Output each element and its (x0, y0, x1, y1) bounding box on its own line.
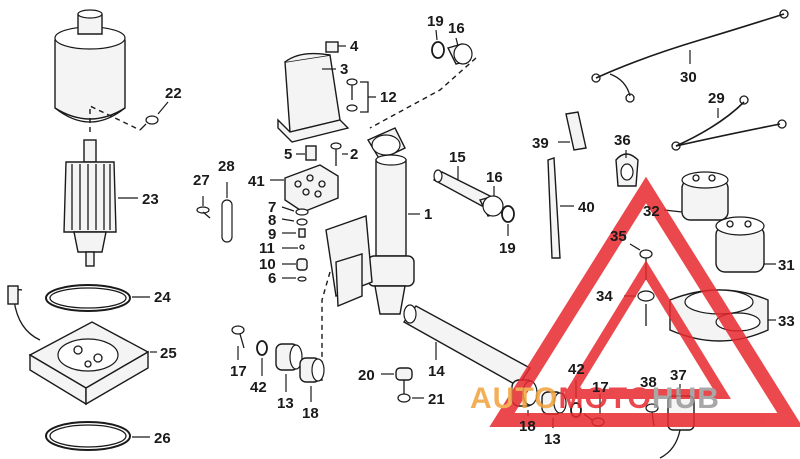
callout-15: 15 (449, 149, 466, 166)
o-ring-24 (45, 284, 150, 312)
valve-5 (296, 145, 317, 161)
callout-12: 12 (380, 89, 397, 106)
callout-36: 36 (614, 132, 631, 149)
clamp-36 (615, 150, 639, 187)
callout-30: 30 (680, 69, 697, 86)
callout-27: 27 (193, 172, 210, 189)
washer-42a (256, 340, 268, 376)
callout-29: 29 (708, 90, 725, 107)
nut-34 (624, 290, 655, 326)
callout-2: 2 (350, 146, 358, 163)
callout-22: 22 (165, 85, 182, 102)
callout-19b: 19 (499, 240, 516, 257)
small-parts-6-11 (281, 206, 309, 282)
armature (63, 139, 138, 267)
callout-34: 34 (596, 288, 613, 305)
callout-14: 14 (428, 363, 445, 380)
callout-31: 31 (778, 257, 795, 274)
callout-4: 4 (350, 38, 359, 55)
svg-text:AUTOMOTOHUB: AUTOMOTOHUB (470, 382, 720, 415)
end-cap-25 (7, 285, 157, 406)
callout-10: 10 (259, 256, 276, 273)
callout-16a: 16 (448, 20, 465, 37)
callout-9: 9 (268, 226, 276, 243)
screw-17a (231, 325, 245, 360)
callout-17b: 17 (592, 379, 609, 396)
strap-40 (547, 157, 574, 259)
bolt-20-21 (381, 367, 424, 403)
bushing-16b (478, 186, 504, 217)
callout-28: 28 (218, 158, 235, 175)
screw-22 (139, 101, 169, 131)
callout-39: 39 (532, 135, 549, 152)
callout-13a: 13 (277, 395, 294, 412)
pin-27 (196, 196, 211, 219)
callout-42a: 42 (250, 379, 267, 396)
callout-23: 23 (142, 191, 159, 208)
wire-30 (591, 9, 789, 103)
callout-42b: 42 (568, 361, 585, 378)
callout-24: 24 (154, 289, 171, 306)
watermark-hub: HUB (652, 382, 720, 415)
pin-14 (402, 304, 532, 387)
valve-body-41 (270, 164, 339, 213)
callout-11: 11 (259, 240, 275, 257)
callout-18b: 18 (519, 418, 536, 435)
callout-26: 26 (154, 430, 171, 447)
callout-5: 5 (284, 146, 292, 163)
screw-2 (330, 142, 348, 166)
bushing-13a (275, 343, 303, 392)
wire-29 (671, 95, 787, 151)
watermark-triangle (489, 176, 800, 427)
bushing-16a (446, 37, 473, 65)
callout-18a: 18 (302, 405, 319, 422)
callout-38: 38 (640, 374, 657, 391)
link-28 (221, 182, 233, 243)
watermark-auto: AUTO (470, 382, 558, 415)
callout-32: 32 (643, 203, 660, 220)
callout-8: 8 (268, 212, 276, 229)
solenoid-31 (715, 216, 776, 273)
callout-35: 35 (610, 228, 627, 245)
callout-labels: 1 2 3 4 5 6 7 8 9 10 11 12 13 13 14 15 1… (142, 13, 795, 448)
ring-19a (431, 29, 445, 59)
callout-19a: 19 (427, 13, 444, 30)
callout-41: 41 (248, 173, 265, 190)
watermark-moto: MOTO (558, 382, 651, 415)
motor-housing (54, 9, 126, 123)
ring-19b (501, 205, 515, 236)
callout-37: 37 (670, 367, 687, 384)
solenoid-32 (663, 171, 729, 221)
screws-12 (346, 78, 376, 113)
callout-33: 33 (778, 313, 795, 330)
reservoir-3 (277, 52, 350, 143)
callout-13b: 13 (544, 431, 561, 448)
callout-3: 3 (340, 61, 348, 78)
callout-6: 6 (268, 270, 276, 287)
o-ring-26 (45, 421, 150, 451)
callout-21: 21 (428, 391, 445, 408)
watermark-logo: AUTOMOTOHUB (470, 176, 800, 427)
callout-25: 25 (160, 345, 177, 362)
callout-1: 1 (424, 206, 432, 223)
clip-39 (558, 111, 587, 151)
bushing-18a (299, 357, 325, 402)
callout-40: 40 (578, 199, 595, 216)
cylinder-1 (325, 127, 420, 315)
callout-17a: 17 (230, 363, 247, 380)
callout-7: 7 (268, 199, 276, 216)
callout-20: 20 (358, 367, 375, 384)
callout-16b: 16 (486, 169, 503, 186)
plug-4 (325, 41, 346, 53)
